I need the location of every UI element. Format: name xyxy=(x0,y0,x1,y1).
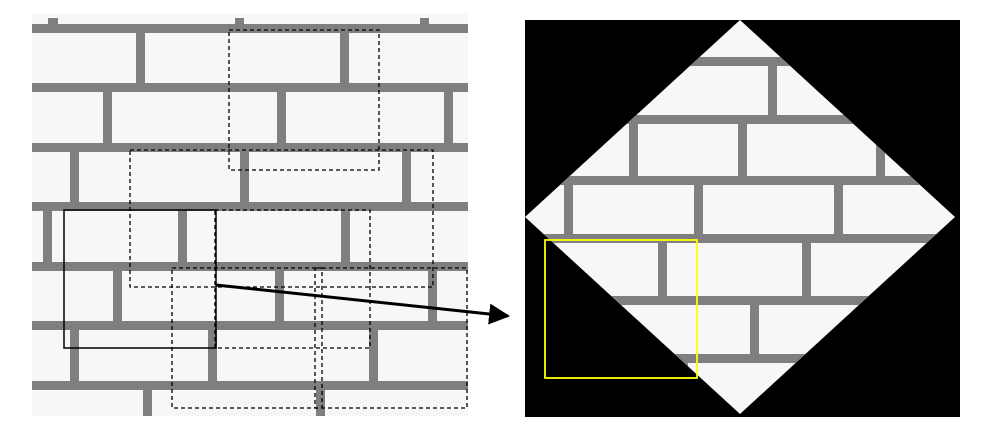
rotated-mortar-vertical xyxy=(694,184,703,234)
wall-face xyxy=(32,14,468,416)
rotated-mortar-vertical xyxy=(834,184,843,234)
mortar-joint-vertical xyxy=(208,329,217,381)
brick-wall-panel xyxy=(32,14,468,416)
mortar-joint-vertical xyxy=(341,210,350,262)
mortar-stub xyxy=(420,18,429,28)
mortar-joint-vertical xyxy=(143,389,152,416)
sampling-window-dashed xyxy=(314,267,468,409)
mortar-stub xyxy=(48,18,58,28)
mortar-joint-vertical xyxy=(113,270,122,321)
mortar-joint-vertical xyxy=(444,91,453,143)
rotated-mortar-vertical xyxy=(738,123,747,176)
mortar-stub xyxy=(235,18,244,28)
rotated-mortar-horizontal xyxy=(525,354,955,363)
sampling-window-dashed xyxy=(228,29,380,171)
mortar-joint-vertical xyxy=(340,32,349,83)
mapping-arrow xyxy=(215,283,511,325)
mortar-joint-horizontal xyxy=(32,262,468,271)
sampling-window-solid xyxy=(63,209,217,349)
highlight-window xyxy=(544,239,698,379)
mortar-joint-horizontal xyxy=(32,202,468,211)
mortar-joint-vertical xyxy=(369,329,378,381)
mortar-joint-horizontal xyxy=(32,83,468,92)
mortar-joint-vertical xyxy=(70,151,79,202)
mortar-joint-vertical xyxy=(240,151,249,202)
rotated-mortar-vertical xyxy=(768,65,777,115)
rotated-texture-panel xyxy=(525,20,960,417)
rotated-mortar-vertical xyxy=(750,304,759,354)
mortar-joint-horizontal xyxy=(32,24,468,33)
mortar-joint-vertical xyxy=(402,151,411,202)
mortar-joint-horizontal xyxy=(32,321,468,330)
rotated-mortar-vertical xyxy=(564,184,573,234)
sampling-window-dashed xyxy=(171,267,323,409)
mortar-horizontal-joints xyxy=(32,24,468,390)
mortar-joint-vertical xyxy=(316,389,325,416)
mortar-joint-horizontal xyxy=(32,381,468,390)
mortar-joint-vertical xyxy=(178,210,187,262)
rotated-mortar-vertical xyxy=(802,242,811,296)
mortar-joint-vertical xyxy=(275,270,284,321)
sampling-window-dashed xyxy=(129,149,434,288)
mortar-joint-vertical xyxy=(136,32,145,83)
mortar-joint-vertical xyxy=(103,91,112,143)
rotated-mortar-horizontal xyxy=(525,176,955,185)
mortar-joint-vertical xyxy=(277,91,286,143)
mortar-joint-horizontal xyxy=(32,143,468,152)
mortar-joint-vertical xyxy=(70,329,79,381)
mortar-joint-vertical xyxy=(428,270,437,321)
rotated-mortar-horizontal xyxy=(525,234,955,243)
rotated-mortar-joints xyxy=(525,57,955,363)
mortar-vertical-joints xyxy=(43,32,453,416)
rotated-mortar-vertical xyxy=(629,123,638,176)
rotated-mortar-horizontal xyxy=(525,57,955,66)
rotated-mortar-horizontal xyxy=(525,296,955,305)
rotated-mortar-horizontal xyxy=(525,115,955,124)
rotated-mortar-vertical xyxy=(876,123,885,176)
mortar-joint-vertical xyxy=(43,210,52,262)
sampling-window-dashed xyxy=(214,209,371,349)
dashed-sampling-windows xyxy=(129,29,468,409)
rotated-mortar-vertical xyxy=(658,242,667,296)
